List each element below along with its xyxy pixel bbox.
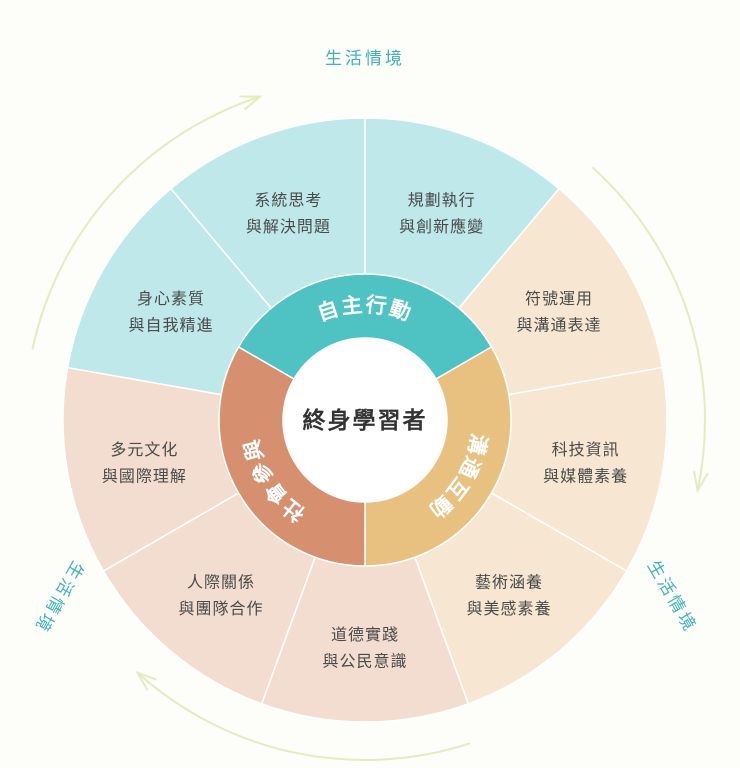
segment-label-4: 科技資訊與媒體素養 xyxy=(543,440,628,485)
cycle-arrow-3 xyxy=(31,95,261,350)
context-label-2: 生活情境 xyxy=(643,557,700,636)
cycle-arrowhead-1 xyxy=(693,470,709,494)
cycle-arrow-1 xyxy=(591,166,706,491)
context-label-1: 生活情境 xyxy=(325,49,405,69)
cycle-arrows xyxy=(31,95,709,761)
segment-label-7: 人際關係與團隊合作 xyxy=(179,573,264,618)
pillar-social xyxy=(218,345,366,567)
segment-label-1: 系統思考與解決問題 xyxy=(246,191,331,236)
segment-label-3: 符號運用與溝通表達 xyxy=(516,289,601,334)
cycle-arrowhead-3 xyxy=(239,95,263,111)
segment-label-9: 身心素質與自我精進 xyxy=(129,289,214,334)
segment-label-2: 規劃執行與創新應變 xyxy=(399,191,484,236)
center-circle xyxy=(284,339,446,501)
cycle-arrowhead-2 xyxy=(135,670,157,691)
competency-segments: 系統思考與解決問題 規劃執行與創新應變符號運用與溝通表達科技資訊與媒體素養藝術涵養… xyxy=(62,117,668,723)
segment-label-8: 多元文化與國際理解 xyxy=(102,440,187,485)
segment-label-5: 藝術涵養與美感素養 xyxy=(466,573,551,618)
context-label-3: 生活情境 xyxy=(30,557,87,636)
center-label: 終身學習者 xyxy=(303,407,428,434)
segment-label-6: 道德實踐與公民意識 xyxy=(322,625,407,670)
pillar-autonomous xyxy=(237,273,493,381)
pillar-communication xyxy=(364,345,512,567)
cycle-arrow-2 xyxy=(136,671,471,761)
